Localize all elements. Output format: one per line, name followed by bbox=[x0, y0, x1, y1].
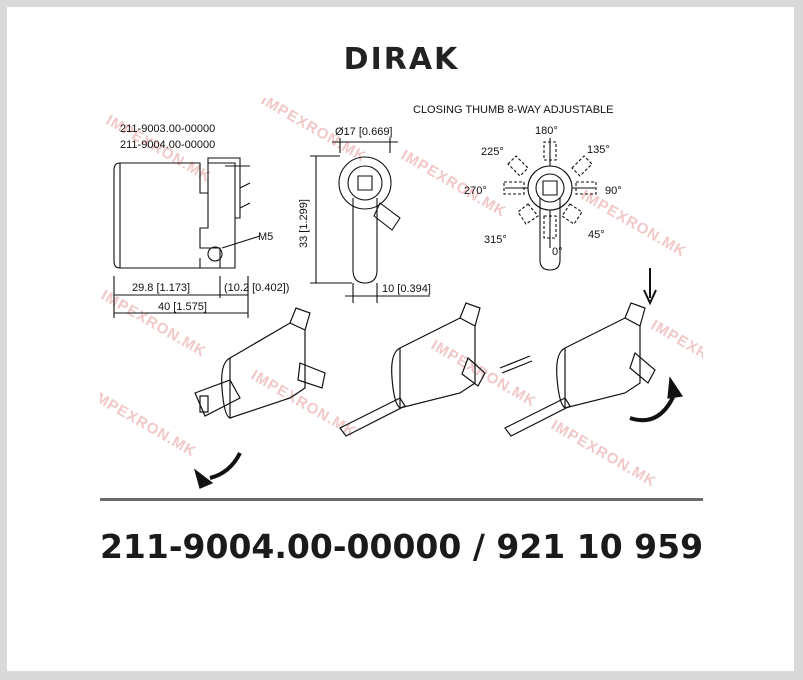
dim-length-a: 29.8 [1.173] bbox=[132, 282, 190, 294]
watermark-text: IMPEXRON.MK bbox=[428, 337, 539, 411]
angle-label: 0° bbox=[552, 246, 563, 258]
watermark-text: IMPEXRON.MK bbox=[578, 187, 689, 261]
angle-label: 225° bbox=[481, 146, 504, 158]
model-line-1: 211-9003.00-00000 bbox=[120, 123, 215, 135]
model-line-2: 211-9004.00-00000 bbox=[120, 139, 215, 151]
dim-height: 33 [1.299] bbox=[298, 199, 310, 248]
watermark-text: IMPEXRON.MK bbox=[548, 417, 659, 491]
dim-diameter: Ø17 [0.669] bbox=[335, 126, 393, 138]
thread-label: M5 bbox=[258, 231, 273, 243]
assembly-step-2 bbox=[339, 302, 533, 437]
dim-length-b: (10.2 [0.402]) bbox=[224, 282, 289, 294]
part-number-title: 211-9004.00-00000 / 921 10 959 bbox=[99, 527, 704, 566]
assembly-step-1 bbox=[193, 307, 326, 489]
dim-length-total: 40 [1.575] bbox=[158, 301, 207, 313]
brand-logo: DIRAK bbox=[343, 42, 460, 77]
assembly-step-3 bbox=[504, 268, 684, 437]
watermark-text: IMPEXRON.MK bbox=[100, 287, 209, 361]
watermark-text: IMPEXRON.MK bbox=[248, 367, 359, 441]
angle-label: 180° bbox=[535, 125, 558, 137]
side-profile bbox=[113, 157, 261, 318]
technical-drawing: IMPEXRON.MK IMPEXRON.MK IMPEXRON.MK IMPE… bbox=[100, 98, 703, 501]
watermark-text: IMPEXRON.MK bbox=[648, 317, 703, 391]
angle-label: 45° bbox=[588, 229, 605, 241]
front-profile bbox=[310, 138, 430, 303]
adjustment-rosette bbox=[503, 138, 597, 271]
header-note: CLOSING THUMB 8-WAY ADJUSTABLE bbox=[413, 104, 614, 116]
watermark-text: IMPEXRON.MK bbox=[100, 387, 199, 461]
angle-label: 90° bbox=[605, 185, 622, 197]
angle-label: 135° bbox=[587, 144, 610, 156]
angle-label: 315° bbox=[484, 234, 507, 246]
drawing-svg: IMPEXRON.MK IMPEXRON.MK IMPEXRON.MK IMPE… bbox=[100, 98, 703, 491]
angle-label: 270° bbox=[464, 185, 487, 197]
dim-width-small: 10 [0.394] bbox=[382, 283, 431, 295]
